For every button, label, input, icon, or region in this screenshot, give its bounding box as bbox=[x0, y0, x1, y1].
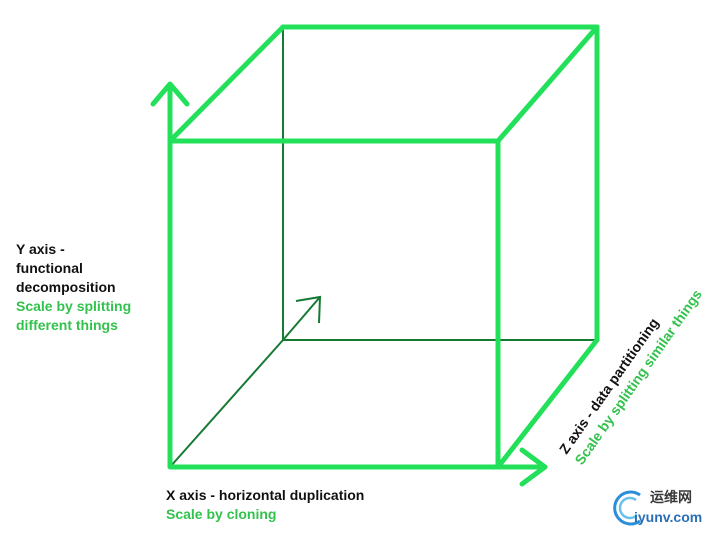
cube-edges bbox=[150, 24, 600, 487]
y-arrow-head bbox=[150, 81, 190, 107]
back-diagonal-edge bbox=[169, 339, 284, 468]
x-axis-label: X axis - horizontal duplication Scale by… bbox=[166, 486, 364, 524]
front-face bbox=[167, 138, 501, 470]
y-axis-label: Y axis - functional decomposition Scale … bbox=[16, 240, 131, 335]
watermark: 运维网 iyunv.com bbox=[606, 485, 711, 530]
x-axis-title: X axis - horizontal duplication bbox=[166, 487, 365, 503]
y-axis-title-line: functional bbox=[16, 260, 83, 276]
z-arrow-shaft bbox=[282, 296, 321, 341]
z-arrow-head bbox=[295, 295, 322, 324]
y-axis-title-line: Y axis - bbox=[16, 241, 65, 257]
x-axis-subtitle: Scale by cloning bbox=[166, 506, 277, 522]
iyunv-logo-icon bbox=[613, 490, 641, 526]
top-right-diagonal bbox=[495, 24, 600, 144]
y-axis-subtitle-line: Scale by splitting bbox=[16, 298, 132, 314]
x-arrow-head bbox=[519, 447, 548, 487]
inner-lines bbox=[169, 27, 597, 468]
top-left-diagonal bbox=[167, 24, 286, 144]
bottom-right-diagonal bbox=[495, 337, 600, 470]
watermark-cn-text: 运维网 bbox=[650, 490, 692, 506]
y-axis-subtitle-line: different things bbox=[16, 317, 118, 333]
watermark-domain: iyunv.com bbox=[634, 509, 703, 525]
y-axis-title-line: decomposition bbox=[16, 279, 116, 295]
